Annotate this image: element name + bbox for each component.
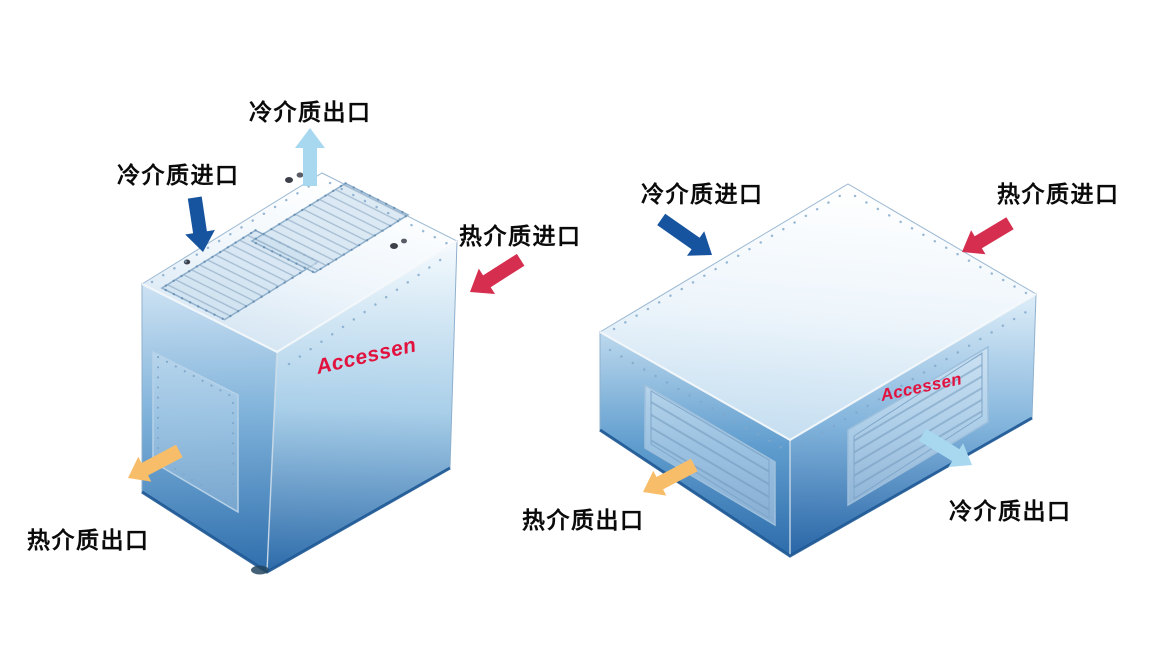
left-hot-inlet-arrow-icon [470,253,525,294]
right-cold-inlet-arrow-icon [657,213,712,256]
left-unit-foot [251,565,269,575]
right-unit-side-panel [847,345,989,507]
label-left-cold-outlet: 冷介质出口 [249,99,372,125]
label-right-cold-outlet: 冷介质出口 [949,498,1072,524]
left-heat-exchanger-illustration: Accessen [140,172,459,575]
left-unit-top-hatch-back [249,182,411,274]
left-cold-outlet-arrow-icon [295,128,325,186]
left-cold-inlet-arrow-icon [185,196,215,252]
label-right-hot-outlet: 热介质出口 [522,507,645,533]
label-left-cold-inlet: 冷介质进口 [117,162,240,188]
left-unit-front-edge-highlight [266,351,278,573]
right-hot-outlet-arrow-icon [643,458,698,496]
right-unit-front-louver-panel [644,383,776,527]
label-left-hot-inlet: 热介质进口 [459,223,582,249]
label-right-hot-inlet: 热介质进口 [997,181,1120,207]
right-cold-outlet-arrow-icon [918,428,972,467]
left-hot-outlet-arrow-icon [128,444,183,482]
left-unit-rivet-seams [150,180,451,366]
label-left-hot-outlet: 热介质出口 [27,527,150,553]
label-right-cold-inlet: 冷介质进口 [641,181,764,207]
left-unit-access-door [152,350,239,514]
right-heat-exchanger-illustration: Accessen [599,183,1037,558]
right-hot-inlet-arrow-icon [962,217,1014,255]
flow-arrows [128,128,1014,496]
